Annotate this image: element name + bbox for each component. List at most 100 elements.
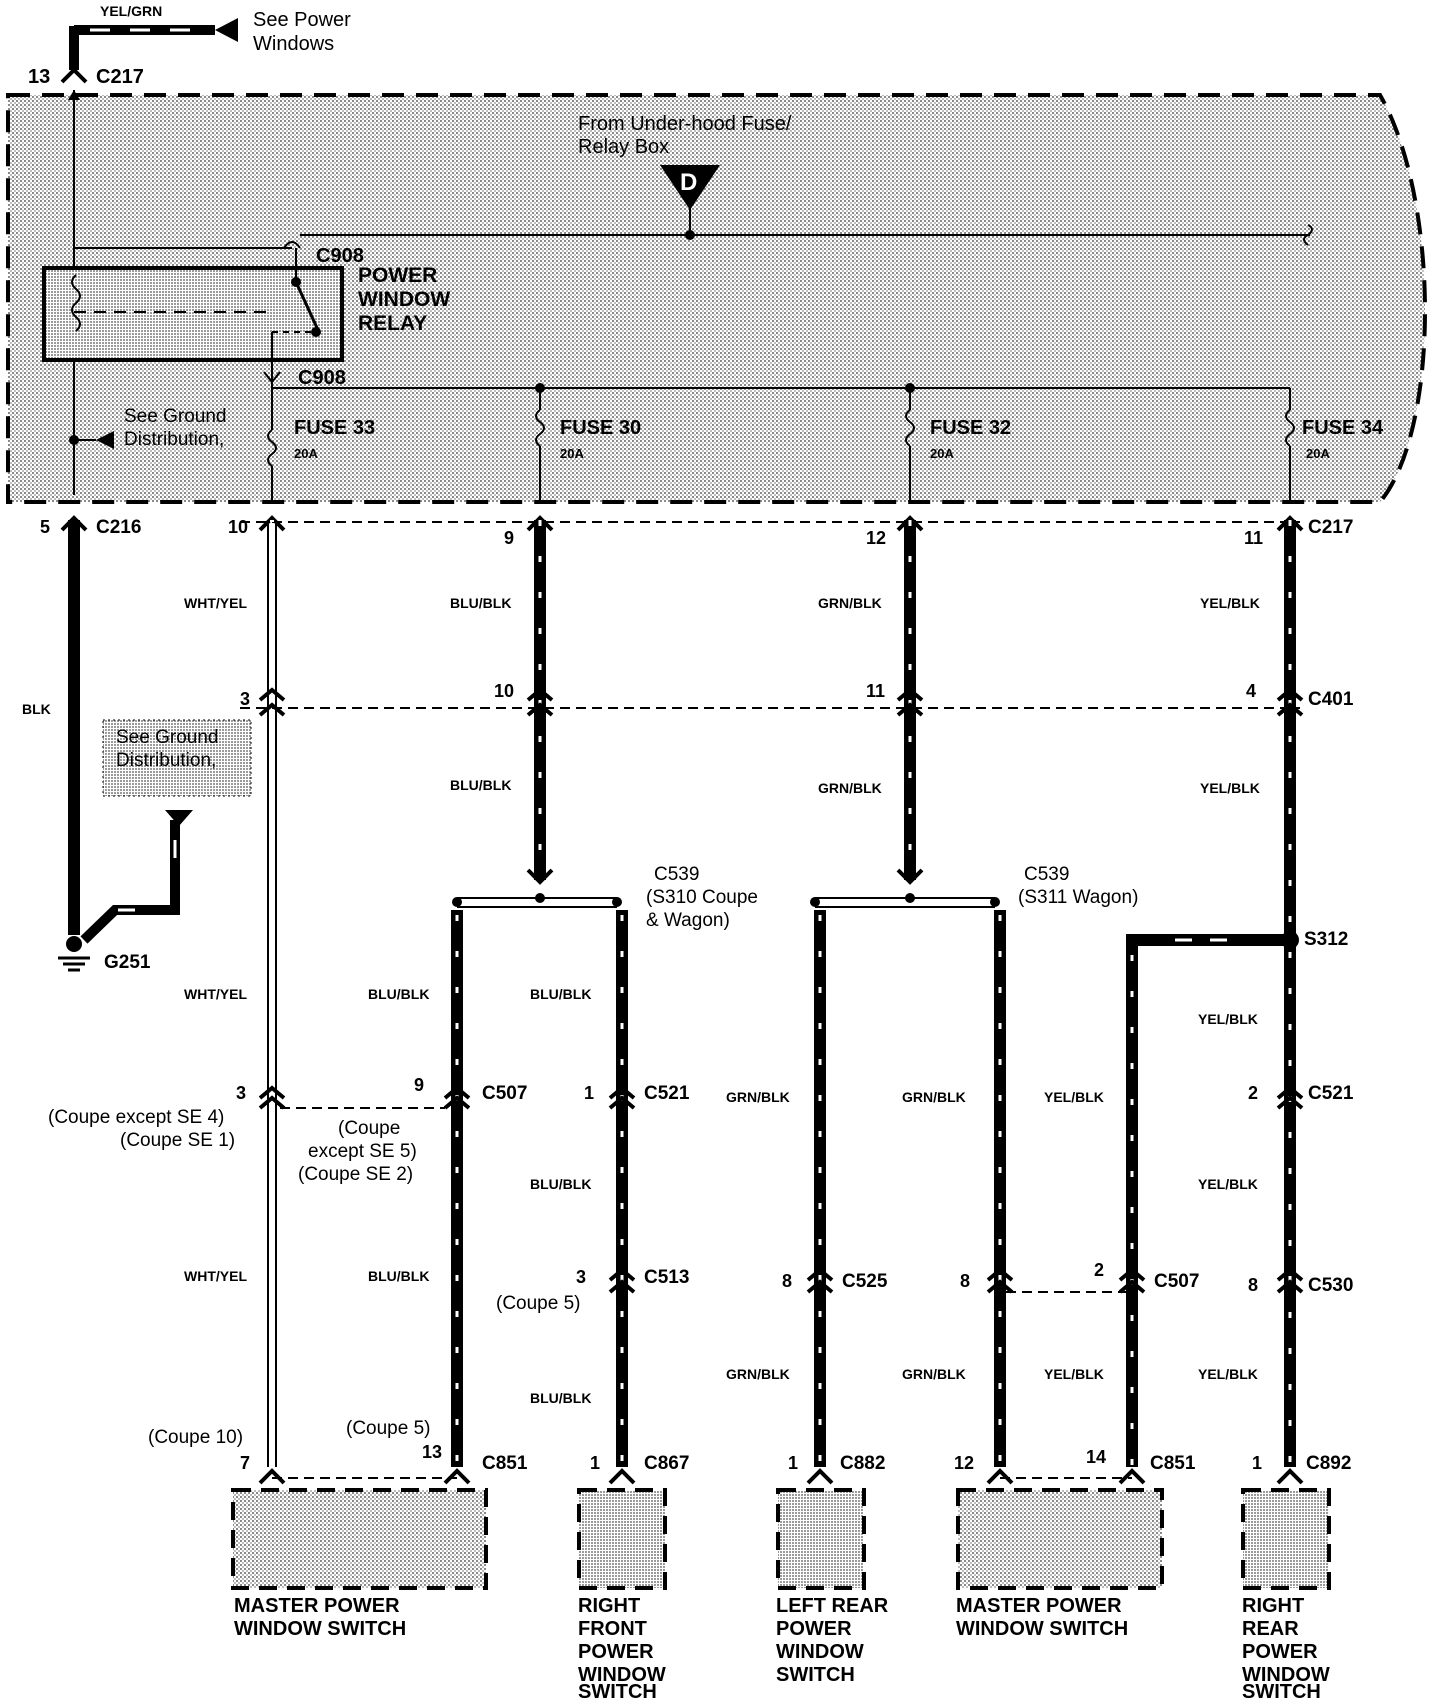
note-coupe-5: (Coupe 5) [346,1418,431,1439]
pin-13-c851: 13 [422,1442,442,1462]
wire-label-grn-blk-6: GRN/BLK [902,1366,966,1382]
left-rear-power-window-switch [776,1488,866,1590]
comp-3-line-3: WINDOW [776,1641,864,1663]
pin-12-c851: 12 [954,1453,974,1473]
note-c513: (Coupe 5) [496,1293,581,1314]
comp-2-line-4: WINDOW [578,1664,666,1686]
master-power-window-switch-1 [231,1488,488,1590]
connector-c507-1: C507 [482,1083,527,1104]
wire-label-blu-blk-2: BLU/BLK [450,777,511,793]
comp-2-line-1: RIGHT [578,1595,640,1617]
see-ground-1a: See Ground [124,406,226,427]
pin-5: 5 [40,517,50,537]
relay-connector-bottom: C908 [298,367,346,389]
comp-1-line-1: MASTER POWER [234,1595,400,1617]
fuse-box-region [6,93,1427,504]
see-power-windows-2: Windows [253,33,334,55]
fuse-32 [905,388,915,502]
c539-left-2: (S310 Coupe [646,887,758,908]
pin-12: 12 [866,528,886,548]
top-connector: C217 [96,66,144,88]
connector-c867: C867 [644,1453,689,1474]
connector-c530: C530 [1308,1275,1353,1296]
fuse-30 [535,388,545,502]
wire-label-blu-blk-6: BLU/BLK [368,1268,429,1284]
ground-arrow-icon [96,431,114,449]
wire-label-grn-blk-2: GRN/BLK [818,780,882,796]
wire-label-grn-blk-1: GRN/BLK [818,595,882,611]
pin-8-c525: 8 [782,1271,792,1291]
pin-10-c401: 10 [494,681,514,701]
connector-c521-1: C521 [644,1083,690,1104]
pin-3-row3: 3 [236,1083,246,1103]
comp-3-line-2: POWER [776,1618,852,1640]
note-b-3: (Coupe SE 2) [298,1164,413,1185]
connector-c513: C513 [644,1267,689,1288]
comp-4-line-1: MASTER POWER [956,1595,1122,1617]
connector-c892: C892 [1306,1453,1351,1474]
relay-name-3: RELAY [358,312,427,335]
wire-label-blu-blk-5: BLU/BLK [530,1176,591,1192]
connector-c521-2: C521 [1308,1083,1354,1104]
comp-2-line-5: SWITCH [578,1681,657,1698]
fuse-33-name: FUSE 33 [294,417,375,439]
right-front-power-window-switch [577,1488,667,1590]
connector-c882: C882 [840,1453,885,1474]
connector-c217-right: C217 [1308,517,1353,538]
comp-3-line-1: LEFT REAR [776,1595,889,1617]
relay-connector-top: C908 [316,245,364,267]
splice-s312: S312 [1304,929,1348,950]
pin-3-c513: 3 [576,1267,586,1287]
pin-11-c401: 11 [866,681,885,701]
from-label-1: From Under-hood Fuse/ [578,113,792,135]
wire-label-yel-blk-6: YEL/BLK [1044,1366,1104,1382]
wire-label-blu-blk-4: BLU/BLK [530,986,591,1002]
comp-5-line-4: WINDOW [1242,1664,1330,1686]
pin-3-c401: 3 [240,689,250,709]
connector-c401: C401 [1308,689,1354,710]
comp-2-line-3: POWER [578,1641,654,1663]
ground-arrow-down-icon [165,810,193,826]
wire-label-yel-blk-4: YEL/BLK [1044,1089,1104,1105]
pin-11: 11 [1244,528,1263,548]
wire-label-blu-blk-7: BLU/BLK [530,1390,591,1406]
pin-1-c892: 1 [1252,1453,1262,1473]
relay-name-2: WINDOW [358,288,450,311]
wire-label-blu-blk-1: BLU/BLK [450,595,511,611]
connector-c851-1: C851 [482,1453,528,1474]
wire-label-wht-yel-2: WHT/YEL [184,986,247,1002]
comp-5-line-3: POWER [1242,1641,1318,1663]
wire-label-grn-blk-4: GRN/BLK [902,1089,966,1105]
pin-8-c507-left: 8 [960,1271,970,1291]
pin-2-c521: 2 [1248,1083,1258,1103]
wire-label-yel-blk-5: YEL/BLK [1198,1176,1258,1192]
fuse-32-rating: 20A [930,446,954,461]
comp-5-line-5: SWITCH [1242,1681,1321,1698]
pin-9: 9 [504,528,514,548]
c539-left-3: & Wagon) [646,910,730,931]
right-rear-power-window-switch [1241,1488,1331,1590]
comp-5-line-1: RIGHT [1242,1595,1304,1617]
top-wire-color: YEL/GRN [100,3,162,19]
c539-right-1: C539 [1024,864,1069,885]
see-ground-1b: Distribution, [124,429,224,450]
c539-right-2: (S311 Wagon) [1018,887,1138,908]
top-feed [60,18,238,84]
comp-1-line-2: WINDOW SWITCH [234,1618,406,1640]
comp-2-line-2: FRONT [578,1618,647,1640]
top-pin: 13 [28,66,50,88]
comp-4-line-2: WINDOW SWITCH [956,1618,1128,1640]
splice-c539-right [810,868,1000,908]
pin-14-c851: 14 [1086,1447,1106,1467]
wire-label-blu-blk-3: BLU/BLK [368,986,429,1002]
fuse-34-rating: 20A [1306,446,1330,461]
arrow-icon [215,18,238,42]
c539-left-1: C539 [654,864,699,885]
fuse-33 [267,385,277,502]
wire-label-wht-yel-3: WHT/YEL [184,1268,247,1284]
source-letter: D [680,169,697,196]
fuse-34-name: FUSE 34 [1302,417,1384,439]
wire-label-yel-blk-1: YEL/BLK [1200,595,1260,611]
connector-c851-2: C851 [1150,1453,1196,1474]
